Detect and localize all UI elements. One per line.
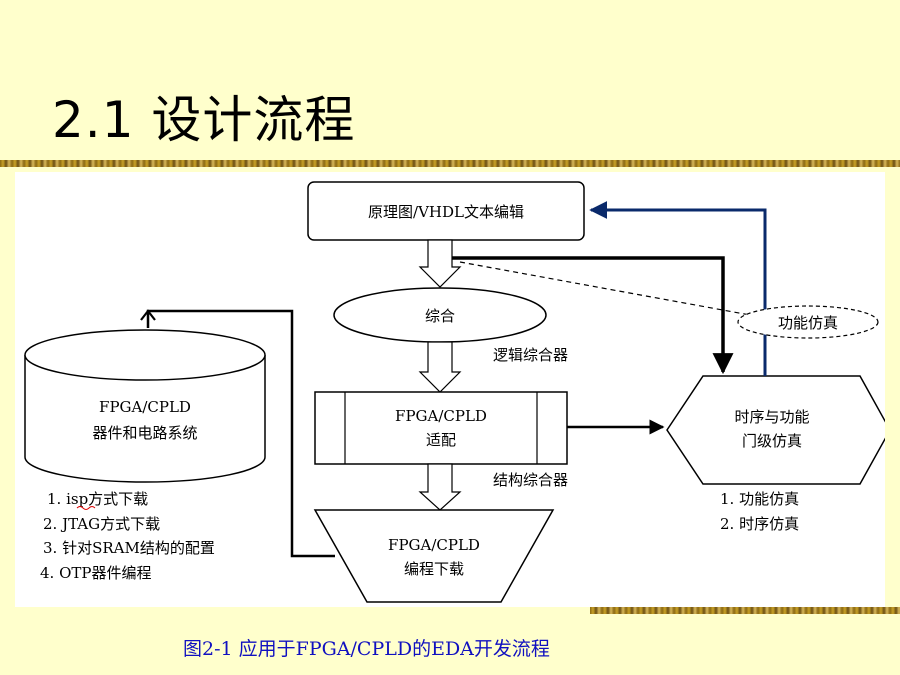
timing-line2: 门级仿真 (742, 432, 802, 450)
slide-title: 2.1 设计流程 (52, 91, 356, 149)
logic-synth-label: 逻辑综合器 (493, 346, 568, 364)
edit-box-label: 原理图/VHDL文本编辑 (368, 203, 524, 221)
download-method-item: 1. isp方式下载 (47, 490, 148, 508)
download-method-item: 2. JTAG方式下载 (43, 515, 160, 533)
download-methods-list: 1. isp方式下载 2. JTAG方式下载 3. 针对SRAM结构的配置 4.… (40, 490, 215, 582)
device-cylinder: FPGA/CPLD 器件和电路系统 (24, 329, 266, 483)
download-line1: FPGA/CPLD (388, 536, 480, 554)
func-sim-ellipse: 功能仿真 (737, 305, 879, 339)
title-decorative-band (0, 160, 900, 167)
timing-line1: 时序与功能 (734, 408, 809, 426)
figure-caption: 图2-1 应用于FPGA/CPLD的EDA开发流程 (183, 638, 550, 660)
download-method-item: 3. 针对SRAM结构的配置 (43, 539, 215, 557)
hollow-arrow-synth-to-fit (418, 341, 462, 393)
device-line2: 器件和电路系统 (92, 424, 197, 442)
fit-box-line1: FPGA/CPLD (395, 407, 487, 425)
download-trapezoid: FPGA/CPLD 编程下载 (313, 509, 555, 603)
arrow-download-to-cylinder (146, 309, 335, 558)
fit-box-line2: 适配 (426, 431, 456, 449)
download-method-item: 4. OTP器件编程 (40, 564, 151, 582)
func-sim-label: 功能仿真 (778, 314, 838, 332)
fit-box: FPGA/CPLD 适配 (314, 391, 568, 465)
hollow-arrow-fit-to-download (418, 463, 462, 511)
sim-type-item: 2. 时序仿真 (720, 515, 799, 533)
download-line2: 编程下载 (404, 560, 464, 578)
spellcheck-squiggle (76, 506, 96, 510)
hollow-arrow-edit-to-synth (418, 239, 462, 288)
bottom-decorative-band (590, 607, 900, 614)
struct-synth-label: 结构综合器 (493, 471, 568, 489)
device-line1: FPGA/CPLD (99, 398, 191, 416)
sim-type-item: 1. 功能仿真 (720, 490, 799, 508)
sim-types-list: 1. 功能仿真 2. 时序仿真 (720, 490, 799, 533)
dashed-line-to-func-sim (459, 261, 751, 316)
synth-ellipse: 综合 (333, 287, 547, 343)
arrow-edit-to-timing (452, 256, 734, 375)
timing-sim-hexagon: 时序与功能 门级仿真 (666, 375, 885, 485)
synth-ellipse-label: 综合 (425, 307, 455, 325)
edit-box: 原理图/VHDL文本编辑 (307, 181, 585, 241)
arrow-timing-to-edit (589, 201, 767, 376)
arrowhead-cylinder (140, 309, 156, 321)
flow-diagram: 原理图/VHDL文本编辑 综合 逻辑综合器 FPGA/CPLD 适配 结构综合器… (15, 172, 885, 607)
